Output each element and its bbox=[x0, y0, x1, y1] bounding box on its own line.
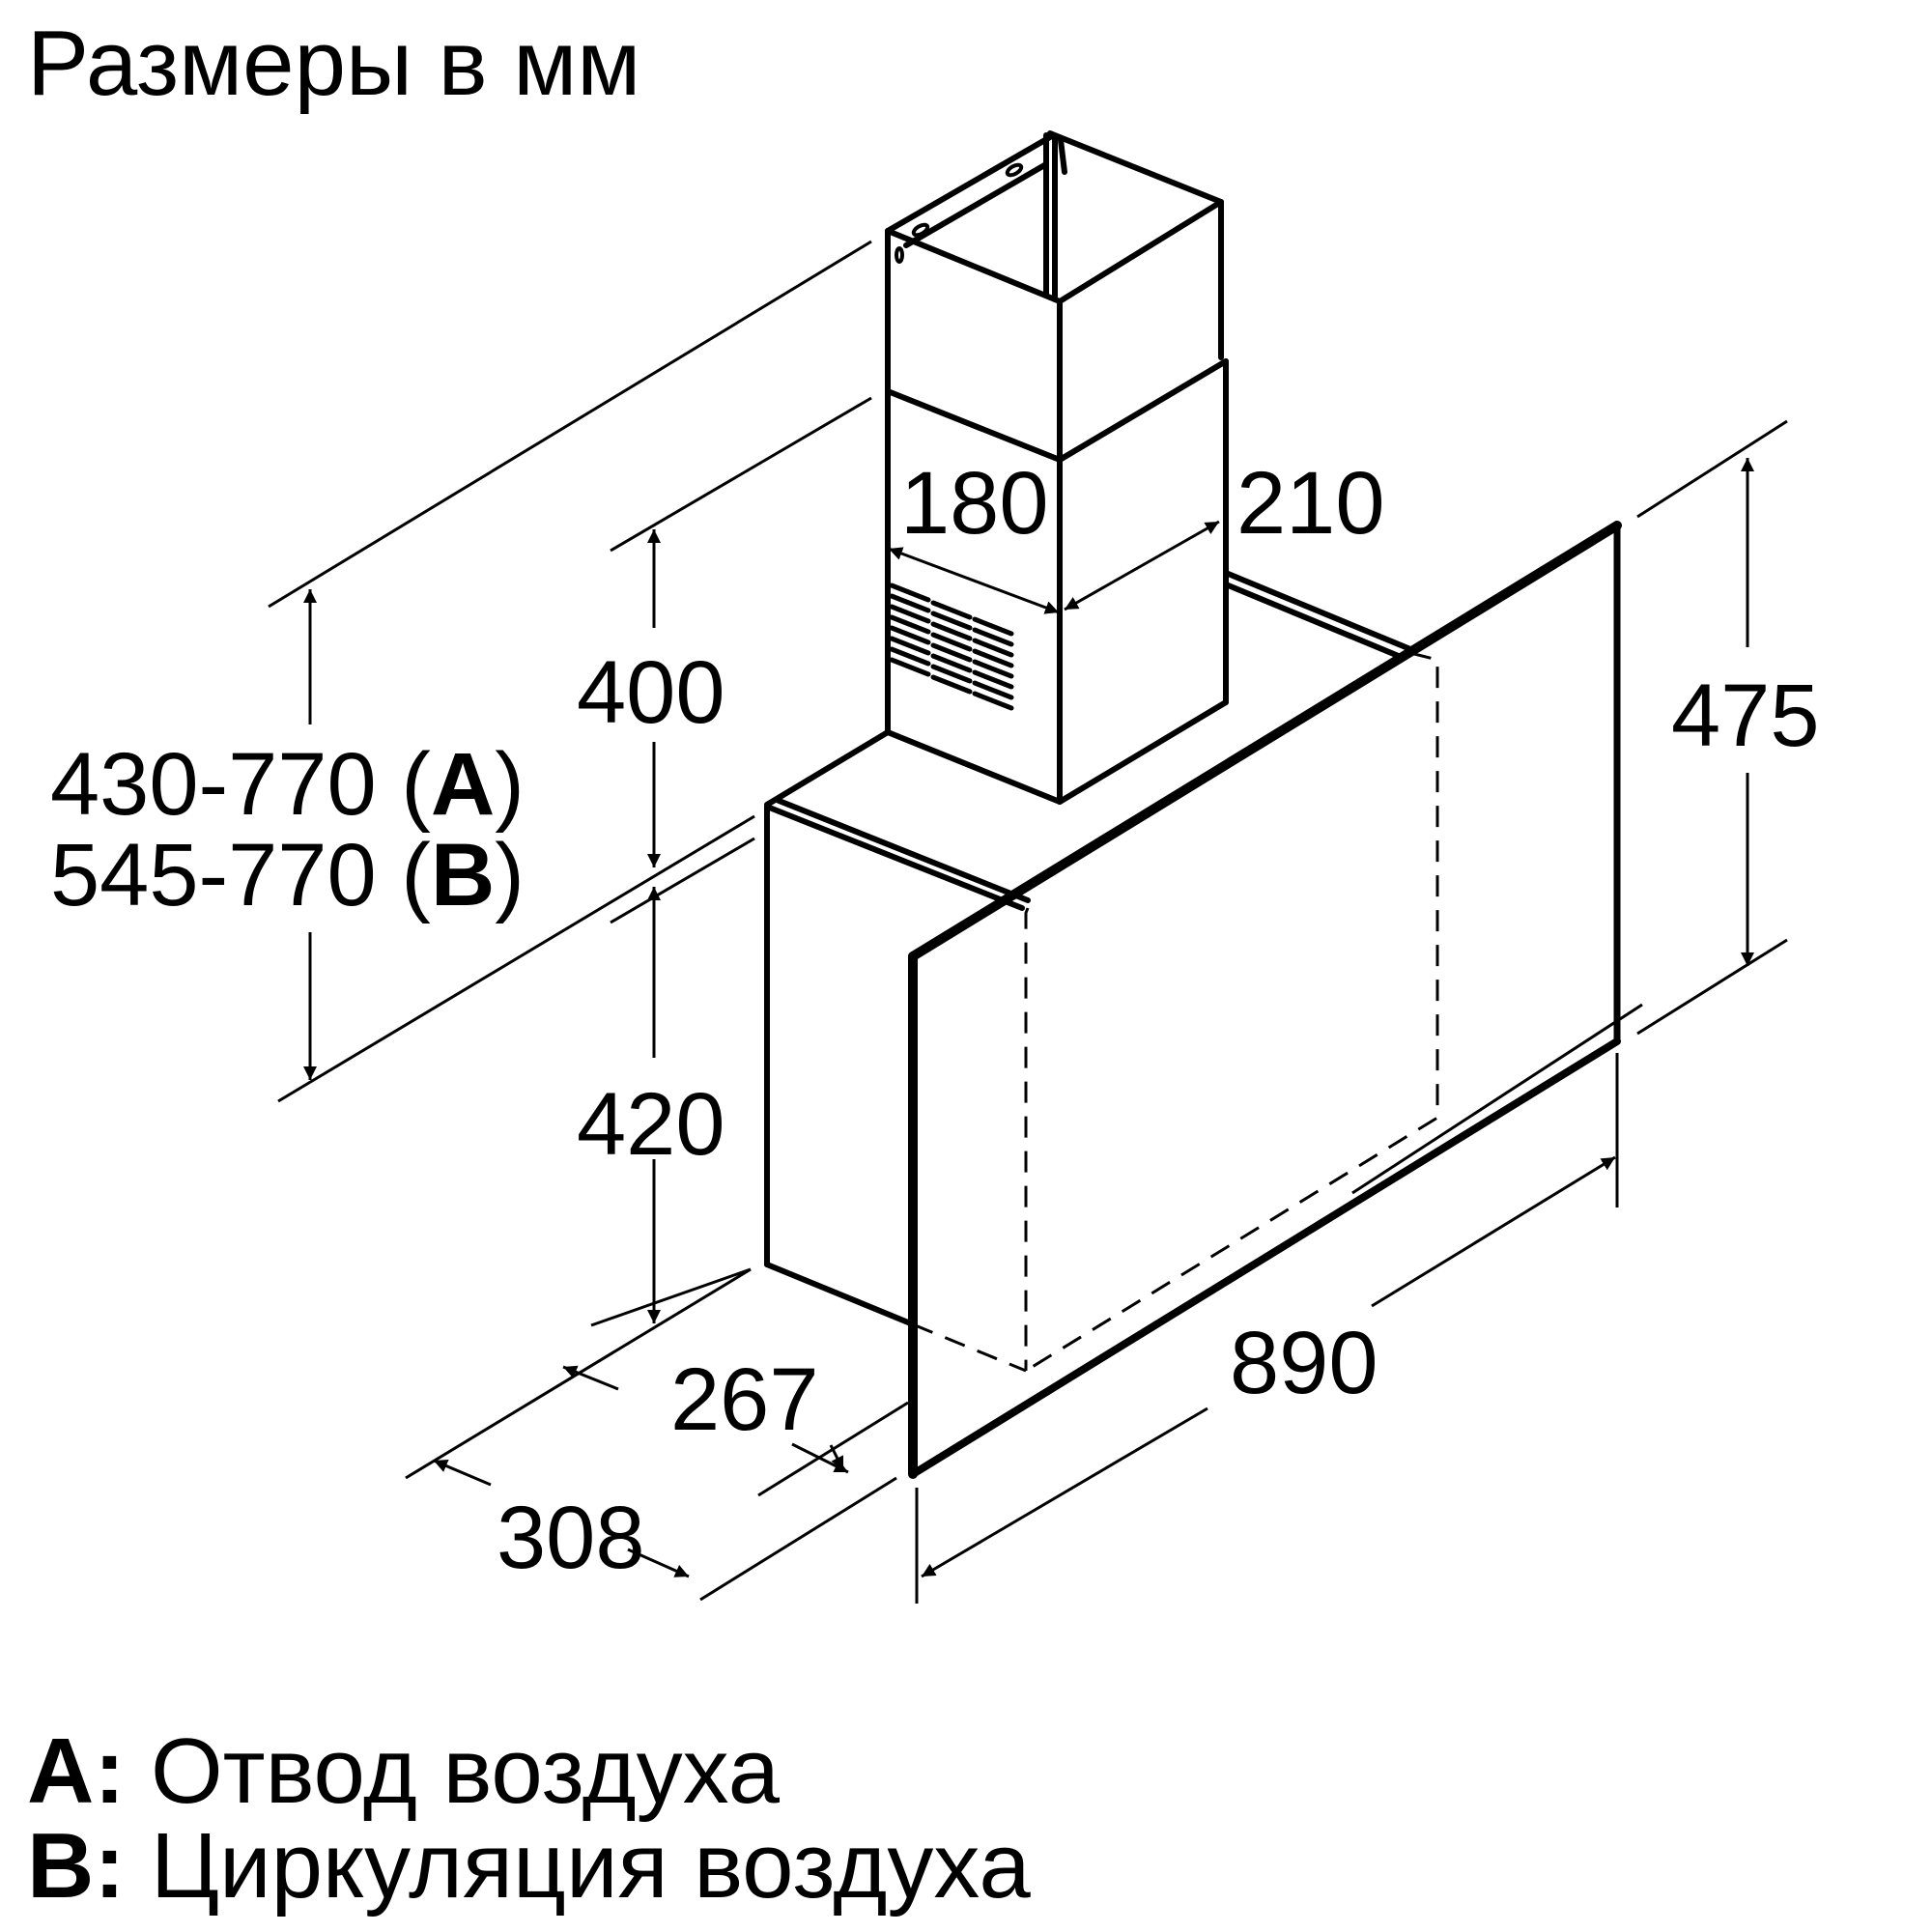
legend-item-recirculation: B: Циркуляция воздуха bbox=[27, 1813, 1031, 1918]
dim-chimney-width: 210 bbox=[1236, 454, 1385, 553]
dim-body-height: 420 bbox=[577, 1075, 725, 1174]
hidden-edges bbox=[912, 651, 1439, 1373]
vent-grille-icon bbox=[889, 582, 1014, 711]
dim-chimney-depth: 180 bbox=[900, 454, 1049, 553]
dim-chimney-height: 400 bbox=[577, 643, 725, 742]
page-title: Размеры в мм bbox=[27, 12, 641, 115]
dim-total-height-a: 430-770 (A) bbox=[50, 735, 525, 834]
dim-total-depth: 308 bbox=[497, 1489, 645, 1587]
dim-body-depth: 267 bbox=[670, 1350, 819, 1449]
legend-item-exhaust: A: Отвод воздуха bbox=[27, 1719, 780, 1823]
dim-panel-height: 475 bbox=[1671, 667, 1820, 765]
dim-total-height-b: 545-770 (B) bbox=[50, 826, 525, 924]
dim-width: 890 bbox=[1230, 1314, 1378, 1412]
legend: A: Отвод воздуха B: Циркуляция воздуха bbox=[27, 1724, 1031, 1914]
dimension-lines bbox=[268, 240, 1788, 1604]
chimney bbox=[885, 130, 1229, 805]
glass-front-panel bbox=[908, 521, 1622, 1479]
hood-body bbox=[764, 570, 1413, 1327]
